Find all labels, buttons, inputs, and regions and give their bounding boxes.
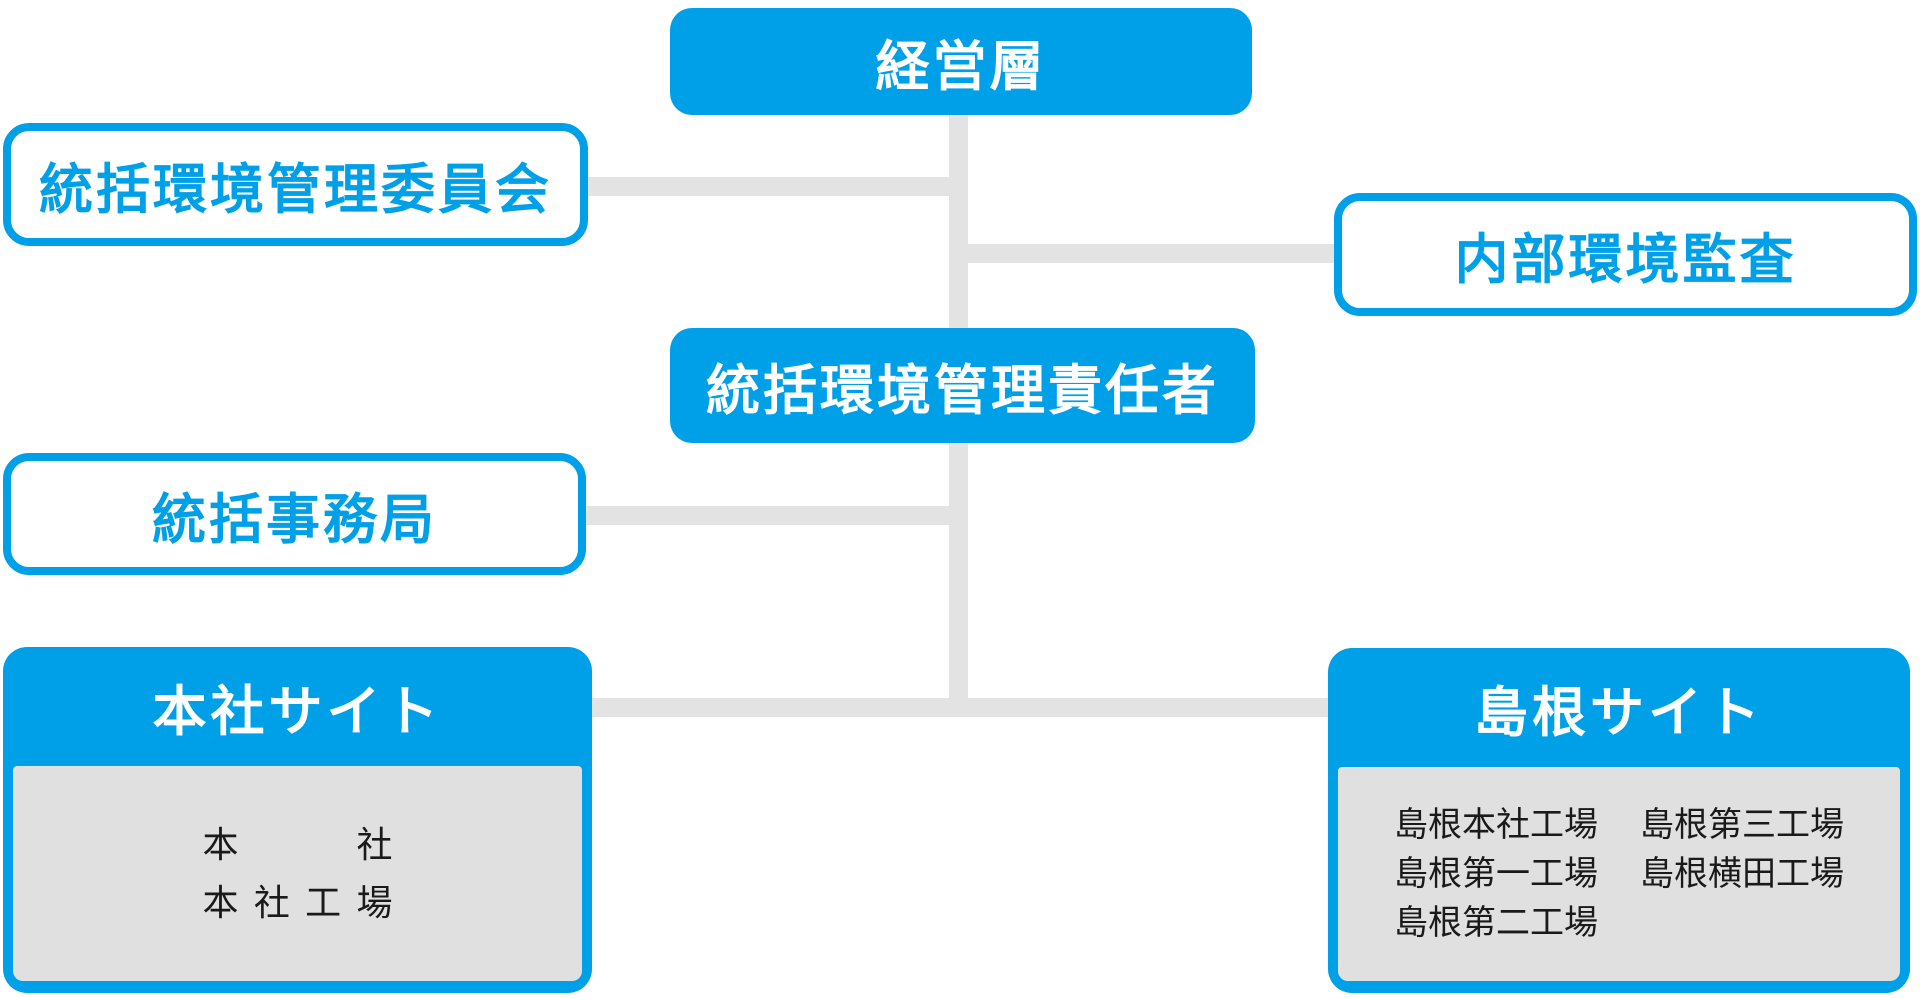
node-shimane-site: 島根サイト 島根本社工場島根第一工場島根第二工場島根第三工場島根横田工場: [1328, 648, 1910, 993]
shimane-site-title: 島根サイト: [1474, 683, 1764, 743]
node-honsha-site: 本社サイト 本社本社工場: [3, 647, 592, 993]
honsha-site-panel: 本社本社工場: [13, 766, 582, 981]
node-management: 経営層: [670, 8, 1252, 115]
connector-office: [586, 506, 968, 525]
node-audit: 内部環境監査: [1334, 193, 1917, 316]
shimane-facility-list: 島根本社工場島根第一工場島根第二工場島根第三工場島根横田工場: [1394, 801, 1844, 948]
node-committee-label: 統括環境管理委員会: [39, 160, 552, 220]
node-chief-manager-label: 統括環境管理責任者: [706, 361, 1219, 421]
connector-vertical-bottom: [949, 443, 968, 717]
connector-vertical-top: [949, 115, 968, 328]
node-chief-manager: 統括環境管理責任者: [670, 328, 1255, 443]
facility-line: 島根第二工場: [1394, 903, 1598, 942]
node-office: 統括事務局: [3, 453, 586, 575]
shimane-site-panel: 島根本社工場島根第一工場島根第二工場島根第三工場島根横田工場: [1338, 767, 1900, 981]
facility-line: 島根本社工場: [1394, 805, 1598, 844]
facility-line: 本社工場: [202, 881, 393, 923]
node-management-label: 経営層: [875, 37, 1047, 97]
connector-committee: [588, 177, 968, 196]
facility-line: 島根第一工場: [1394, 854, 1598, 893]
facility-column: 島根第三工場島根横田工場: [1640, 801, 1844, 948]
facility-line: 島根第三工場: [1640, 805, 1844, 844]
connector-audit: [949, 244, 1334, 263]
connector-sites: [592, 698, 1328, 717]
honsha-site-title: 本社サイト: [152, 682, 443, 742]
facility-line: 島根横田工場: [1640, 854, 1844, 893]
node-committee: 統括環境管理委員会: [3, 123, 588, 246]
facility-column: 島根本社工場島根第一工場島根第二工場: [1394, 801, 1598, 948]
node-audit-label: 内部環境監査: [1454, 230, 1797, 290]
facility-line: 本社: [202, 823, 393, 865]
node-office-label: 統括事務局: [152, 489, 437, 550]
honsha-facility-list: 本社本社工場: [203, 816, 393, 932]
